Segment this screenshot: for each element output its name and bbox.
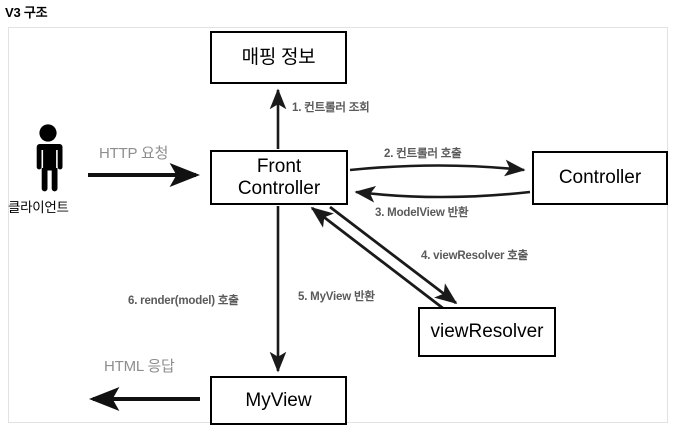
- label-html-response: HTML 응답: [104, 358, 175, 375]
- label-step-6: 6. render(model) 호출: [128, 295, 239, 307]
- label-step-3: 3. ModelView 반환: [375, 207, 469, 219]
- page-title: V3 구조: [5, 5, 48, 20]
- node-my-view[interactable]: MyView: [210, 376, 347, 425]
- actor-caption-client: 클라이언트: [8, 200, 69, 215]
- label-step-4: 4. viewResolver 호출: [421, 250, 529, 262]
- node-front-controller[interactable]: Front Controller: [210, 150, 348, 205]
- node-mapping-info[interactable]: 매핑 정보: [210, 31, 347, 84]
- arrow-step-2: [349, 159, 526, 177]
- label-step-5: 5. MyView 반환: [298, 291, 375, 303]
- arrow-step-5: [310, 206, 445, 311]
- node-controller[interactable]: Controller: [532, 151, 668, 205]
- node-view-resolver[interactable]: viewResolver: [418, 307, 556, 357]
- diagram-frame: [8, 27, 668, 423]
- label-step-2: 2. 컨트롤러 호출: [384, 148, 462, 160]
- label-step-1: 1. 컨트롤러 조회: [292, 102, 370, 114]
- person-icon: [36, 124, 63, 192]
- arrow-step-4: [329, 205, 458, 305]
- label-http-request: HTTP 요청: [99, 145, 169, 162]
- arrow-step-3: [354, 186, 531, 203]
